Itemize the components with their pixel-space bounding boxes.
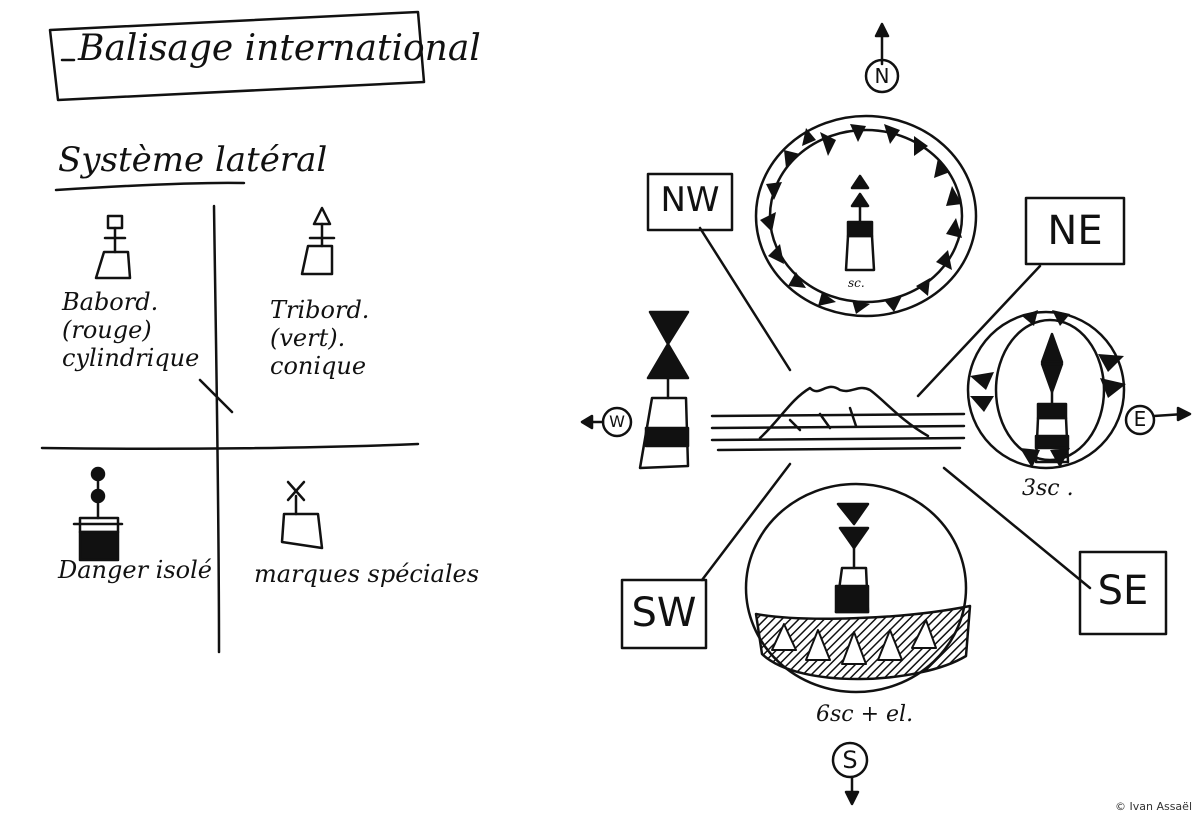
section-underline [54, 181, 246, 192]
grid-horizontal-line [40, 442, 420, 451]
north-arrow [864, 22, 900, 94]
babord-buoy [94, 214, 132, 280]
nw-label: NW [660, 180, 720, 220]
se-box [1078, 550, 1168, 636]
ne-box [1024, 196, 1126, 266]
special-mark-buoy [280, 480, 324, 550]
ne-leader-line [916, 264, 1042, 398]
tribord-buoy [300, 206, 336, 276]
sw-label: SW [631, 590, 697, 636]
central-hazard-island [710, 385, 966, 452]
grid-tick-mark [198, 378, 234, 414]
south-letter: S [842, 746, 858, 774]
copyright-notice: © Ivan Assaël [1114, 800, 1192, 813]
east-flash-note: 3sc . [1022, 476, 1074, 501]
north-cardinal-ring [754, 114, 978, 318]
east-cardinal-ring [966, 310, 1126, 470]
west-cardinal-buoy [638, 310, 690, 470]
grid-vertical-line [212, 204, 221, 654]
east-arrow [1124, 404, 1192, 436]
south-cardinal-ring [744, 482, 972, 694]
south-flash-note: 6sc + el. [816, 702, 914, 727]
se-label: SE [1097, 568, 1149, 614]
west-arrow [580, 406, 633, 438]
se-leader-line [942, 466, 1092, 590]
ne-label: NE [1047, 208, 1103, 254]
danger-label: Danger isolé [58, 556, 212, 584]
north-letter: N [874, 64, 890, 88]
section-title: Système latéral [58, 140, 328, 180]
special-label: marques spéciales [254, 560, 480, 588]
tribord-label: Tribord. (vert). conique [270, 296, 370, 380]
nw-leader-line [698, 226, 792, 372]
nw-box [646, 172, 734, 232]
title-frame [48, 10, 426, 102]
west-letter: W [609, 412, 625, 431]
babord-label: Babord. (rouge) cylindrique [62, 288, 200, 372]
north-flash-note: sc. [848, 276, 865, 290]
isolated-danger-buoy [72, 466, 124, 562]
page-title: Balisage international [78, 28, 481, 69]
east-letter: E [1133, 407, 1147, 431]
sw-box [620, 578, 708, 650]
sw-leader-line [700, 462, 792, 582]
south-arrow [831, 741, 869, 806]
